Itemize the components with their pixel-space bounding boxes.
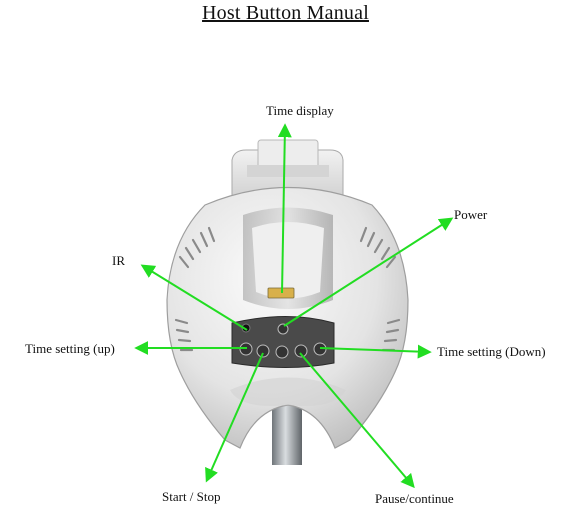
label-start-stop: Start / Stop <box>162 489 221 504</box>
arrow-start-stop <box>205 352 264 483</box>
label-pause-continue: Pause/continue <box>375 491 454 506</box>
label-time-setting-up: Time setting (up) <box>25 341 115 356</box>
arrow-pause-continue <box>299 352 415 489</box>
label-ir: IR <box>112 253 125 268</box>
start-stop-button[interactable] <box>256 344 270 358</box>
arrow-time-down <box>319 344 432 359</box>
arrow-power <box>283 217 454 327</box>
arrow-time-display <box>277 123 292 294</box>
power-button[interactable] <box>277 323 289 335</box>
callout-arrows <box>134 123 454 489</box>
label-time-display: Time display <box>266 103 334 118</box>
center-button[interactable] <box>275 345 289 359</box>
time-display-window <box>267 287 295 299</box>
label-power: Power <box>454 207 488 222</box>
label-time-setting-down: Time setting (Down) <box>437 344 546 359</box>
pause-continue-button[interactable] <box>294 344 308 358</box>
diagram-title: Host Button Manual <box>202 2 369 24</box>
support-pole <box>272 405 302 465</box>
arrow-ir <box>140 264 248 331</box>
control-panel <box>231 316 335 368</box>
